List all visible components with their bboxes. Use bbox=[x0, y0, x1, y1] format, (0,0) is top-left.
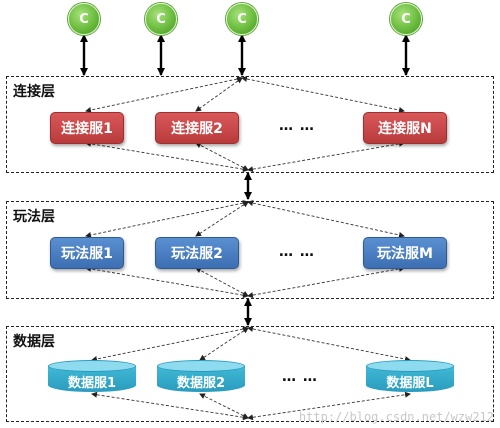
data-server-2: 数据服2 bbox=[157, 360, 245, 394]
connect-layer-title: 连接层 bbox=[13, 84, 55, 100]
connect-server-2: 连接服2 bbox=[155, 112, 239, 144]
dashed-links bbox=[85, 76, 411, 421]
game-server-2: 玩法服2 bbox=[155, 237, 239, 269]
client-node-3: C bbox=[226, 3, 258, 35]
data-layer: 数据层 bbox=[6, 326, 494, 422]
client-node-1: C bbox=[68, 3, 100, 35]
game-layer-title: 玩法层 bbox=[13, 209, 55, 225]
game-layer: 玩法层 bbox=[6, 201, 494, 299]
data-server-1-label: 数据服1 bbox=[67, 376, 117, 391]
connect-server-n: 连接服N bbox=[363, 112, 447, 144]
data-server-1: 数据服1 bbox=[48, 360, 136, 394]
client-node-4: C bbox=[390, 3, 422, 35]
game-server-1: 玩法服1 bbox=[50, 237, 124, 269]
watermark: http://blog.csdn.net/wzw212 bbox=[298, 410, 494, 424]
data-server-2-label: 数据服2 bbox=[176, 376, 226, 391]
data-ellipsis: … … bbox=[282, 369, 318, 385]
data-layer-title: 数据层 bbox=[13, 334, 55, 350]
data-server-l: 数据服L bbox=[366, 360, 454, 394]
client-node-2: C bbox=[145, 3, 177, 35]
connect-ellipsis: … … bbox=[279, 118, 315, 134]
connect-server-1: 连接服1 bbox=[50, 112, 124, 144]
game-server-m: 玩法服M bbox=[363, 237, 447, 269]
client-links bbox=[80, 34, 410, 76]
data-server-l-label: 数据服L bbox=[386, 376, 434, 391]
connect-layer: 连接层 bbox=[6, 76, 494, 173]
game-ellipsis: … … bbox=[279, 244, 315, 260]
